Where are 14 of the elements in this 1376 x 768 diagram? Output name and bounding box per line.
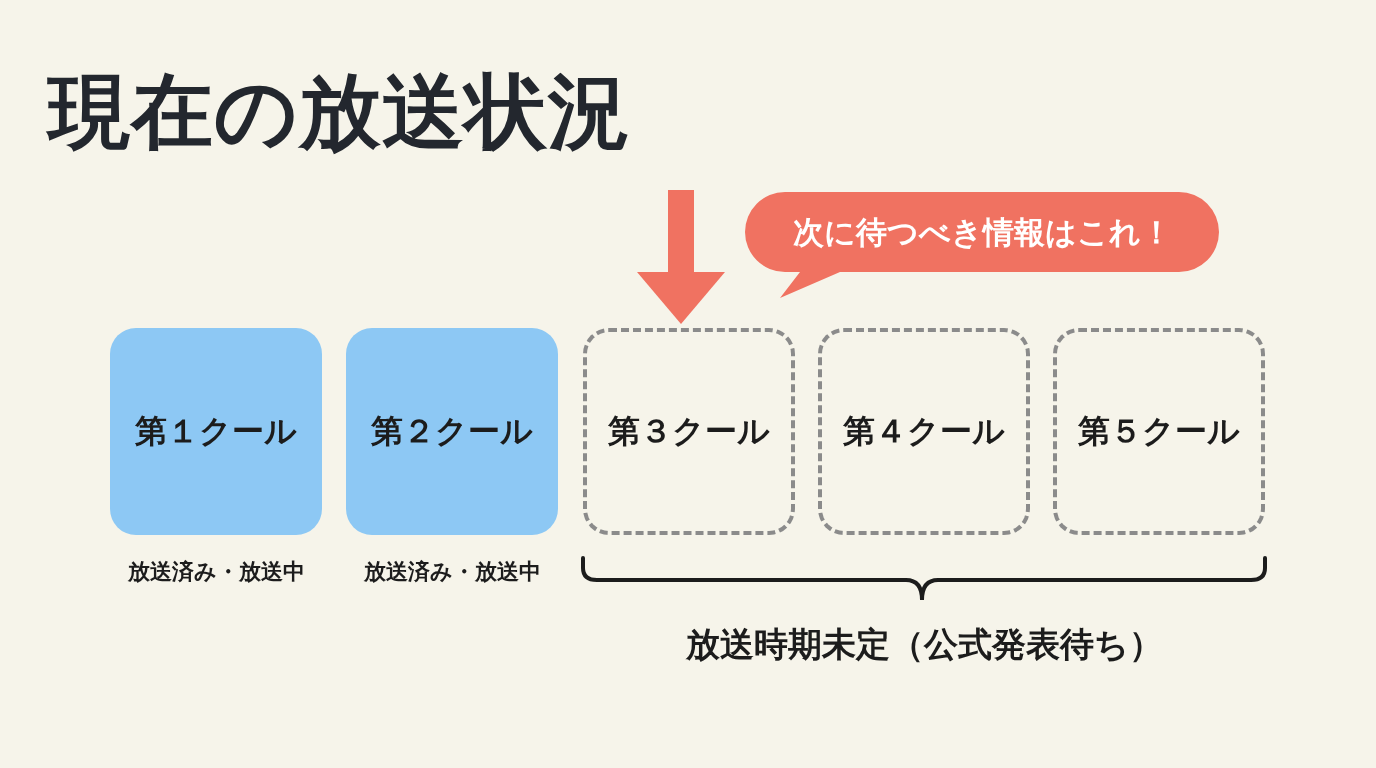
callout-text: 次に待つべき情報はこれ！: [792, 213, 1172, 252]
pending-cour-box: [818, 328, 1030, 535]
status-caption: 放送済み・放送中: [362, 558, 542, 586]
cour-label: 第１クール: [135, 411, 297, 450]
brace-label: 放送時期未定（公式発表待ち）: [684, 623, 1164, 666]
cour-label: 第５クール: [1078, 411, 1240, 450]
cour-label: 第４クール: [843, 411, 1005, 450]
pending-cour-box: [583, 328, 795, 535]
status-caption: 放送済み・放送中: [126, 558, 306, 586]
arrow: [637, 190, 725, 324]
cour-label: 第２クール: [371, 411, 533, 450]
pending-cour-box: [1053, 328, 1265, 535]
cour-label: 第３クール: [608, 411, 770, 450]
title: 現在の放送状況: [48, 63, 631, 161]
